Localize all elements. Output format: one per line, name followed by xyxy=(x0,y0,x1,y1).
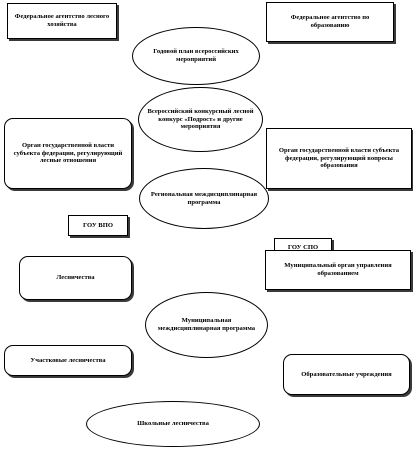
node-label: Муниципальная междисциплинарная программ… xyxy=(157,317,256,332)
node-regional-program: Региональная междисциплинарная программа xyxy=(139,168,269,229)
node-federal-forestry-agency: Федеральное агентство лесного хозяйства xyxy=(7,3,117,39)
node-municipal-program: Муниципальная междисциплинарная программ… xyxy=(145,292,268,358)
node-label: Лесничества xyxy=(56,274,95,282)
node-label: Школьные лесничества xyxy=(137,420,209,428)
node-label: Федеральное агентство по образованию xyxy=(290,14,370,29)
node-school-forestry: Школьные лесничества xyxy=(86,401,260,447)
node-regional-forestry-organ: Орган государственной власти субъекта фе… xyxy=(4,118,132,189)
node-contest: Всероссийский конкурсный лесной конкурс … xyxy=(138,87,263,152)
node-forest-district: Участковые лесничества xyxy=(4,345,132,376)
node-label: ГОУ ВПО xyxy=(83,221,113,229)
node-label: Орган государственной власти субъекта фе… xyxy=(278,146,400,170)
node-federal-education-agency: Федеральное агентство по образованию xyxy=(266,2,394,42)
node-label: Орган государственной власти субъекта фе… xyxy=(13,141,123,165)
node-label: Муниципальный орган управления образован… xyxy=(284,262,392,277)
node-label: Всероссийский конкурсный лесной конкурс … xyxy=(147,107,254,131)
node-label: Образовательные учреждения xyxy=(301,370,392,378)
node-regional-education-organ: Орган государственной власти субъекта фе… xyxy=(266,128,412,189)
node-annual-plan: Годовой план всероссийских мероприятий xyxy=(132,27,260,85)
node-leskhoz: Лесничества xyxy=(19,256,132,300)
node-label: Участковые лесничества xyxy=(30,356,106,364)
node-label: ГОУ СПО xyxy=(287,243,319,251)
node-label: Региональная междисциплинарная программа xyxy=(150,190,258,206)
node-gou-vpo: ГОУ ВПО xyxy=(68,215,128,236)
node-label: Годовой план всероссийских мероприятий xyxy=(153,48,239,63)
node-educational-institutions: Образовательные учреждения xyxy=(283,354,410,395)
node-municipal-education-organ: Муниципальный орган управления образован… xyxy=(265,250,411,290)
node-label: Федеральное агентство лесного хозяйства xyxy=(14,13,110,28)
